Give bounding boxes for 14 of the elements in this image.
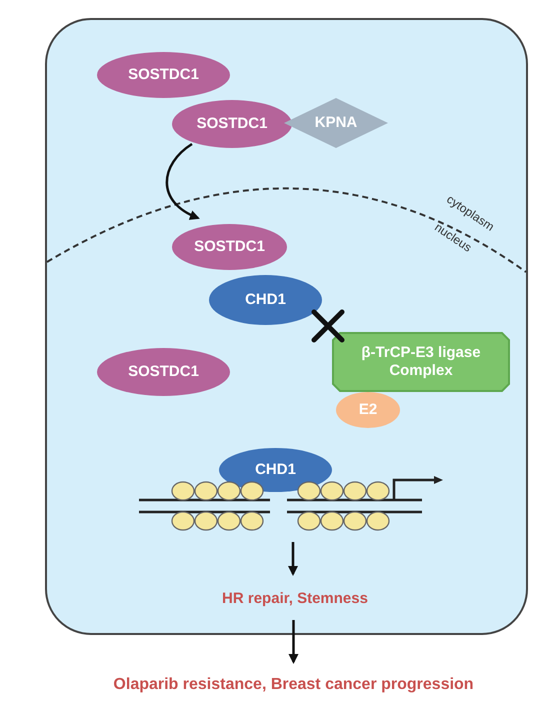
complex-box: β-TrCP-E3 ligase Complex	[332, 332, 510, 392]
cell-outline	[45, 18, 528, 635]
arrow	[288, 542, 298, 576]
arrow	[166, 142, 200, 220]
protein-ellipse: SOSTDC1	[172, 100, 292, 148]
protein-ellipse: E2	[336, 392, 400, 428]
protein-ellipse: CHD1	[209, 275, 322, 325]
outcome-text: Olaparib resistance, Breast cancer progression	[40, 676, 547, 700]
protein-diamond: KPNA	[284, 98, 388, 148]
protein-ellipse: SOSTDC1	[97, 52, 230, 98]
protein-ellipse: SOSTDC1	[97, 348, 230, 396]
protein-ellipse: SOSTDC1	[172, 224, 287, 270]
outcome-text: HR repair, Stemness	[202, 590, 388, 614]
arrow	[288, 620, 298, 664]
